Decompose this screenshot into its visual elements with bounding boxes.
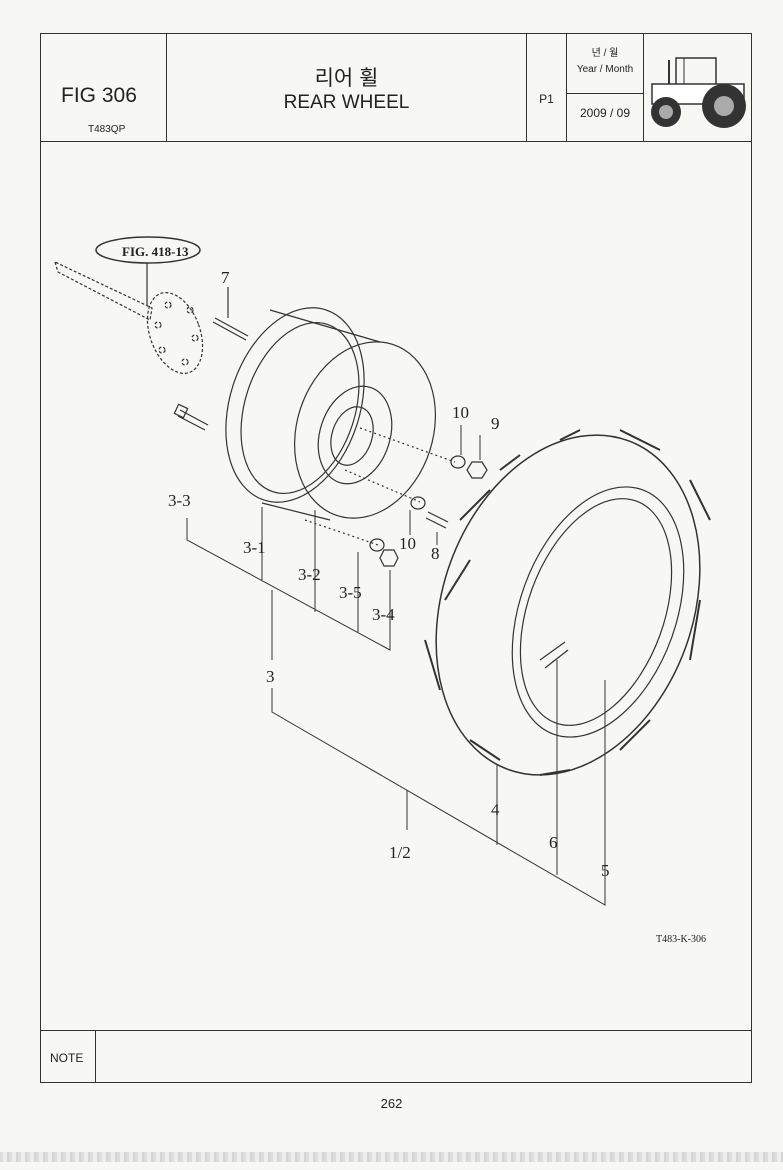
callout-8: 8 [431, 544, 440, 563]
callout-3-2: 3-2 [298, 565, 321, 584]
title-korean: 리어 휠 [314, 67, 379, 90]
model-code: T483QP [88, 124, 126, 135]
page-label: P1 [539, 92, 554, 106]
note-label: NOTE [40, 1031, 96, 1083]
note-row: NOTE [40, 1030, 752, 1083]
callout-3-3: 3-3 [168, 491, 191, 510]
drawing-code: T483-K-306 [656, 934, 706, 945]
date-value: 2009 / 09 [579, 106, 631, 120]
title-english: REAR WHEEL [283, 92, 410, 113]
valve-part-6 [539, 641, 569, 669]
callout-10b: 10 [399, 534, 416, 553]
callout-5: 5 [601, 861, 610, 880]
tire-part [424, 429, 711, 776]
year-month-english: Year / Month [576, 64, 634, 75]
reference-oval [95, 236, 201, 264]
scan-edge [0, 1152, 783, 1162]
reference-label: FIG. 418-13 [122, 244, 189, 259]
nut-part-9 [466, 461, 488, 479]
page-label-cell: P1 [527, 34, 567, 141]
tractor-icon [651, 57, 746, 128]
callout-4: 4 [491, 800, 500, 819]
washer-part-10 [450, 455, 466, 469]
year-month-label: 년 / 월 Year / Month [567, 34, 643, 94]
rim-part [225, 307, 436, 521]
title-cell: 리어 휠 REAR WHEEL [167, 34, 527, 141]
fig-number: FIG 306 [61, 84, 137, 107]
fig-cell: FIG 306 T483QP [41, 34, 167, 141]
axle-shaft [54, 260, 204, 374]
page-number: 262 [380, 1096, 403, 1111]
callout-10a: 10 [452, 403, 469, 422]
nut-part-3-4 [379, 549, 399, 567]
callout-6: 6 [549, 833, 558, 852]
header-block: FIG 306 T483QP 리어 휠 REAR WHEEL P1 년 / 월 … [40, 33, 752, 142]
date-cell: 년 / 월 Year / Month 2009 / 09 [567, 34, 644, 141]
callout-3-5: 3-5 [339, 583, 362, 602]
leader-lines [186, 425, 606, 906]
callout-9: 9 [491, 414, 500, 433]
bolt-part-3-3 [177, 409, 209, 431]
callout-1-2: 1/2 [389, 843, 411, 862]
washer-part-10b [410, 496, 426, 510]
tractor-cell [644, 34, 751, 141]
callout-3: 3 [266, 667, 275, 686]
bolt-part-8 [425, 511, 449, 529]
pin-part-7 [212, 317, 249, 341]
callout-3-4: 3-4 [372, 605, 395, 624]
year-month-korean: 년 / 월 [591, 48, 619, 59]
callout-7: 7 [221, 268, 230, 287]
callout-3-1: 3-1 [243, 538, 266, 557]
washer-part-3-5 [369, 538, 385, 552]
